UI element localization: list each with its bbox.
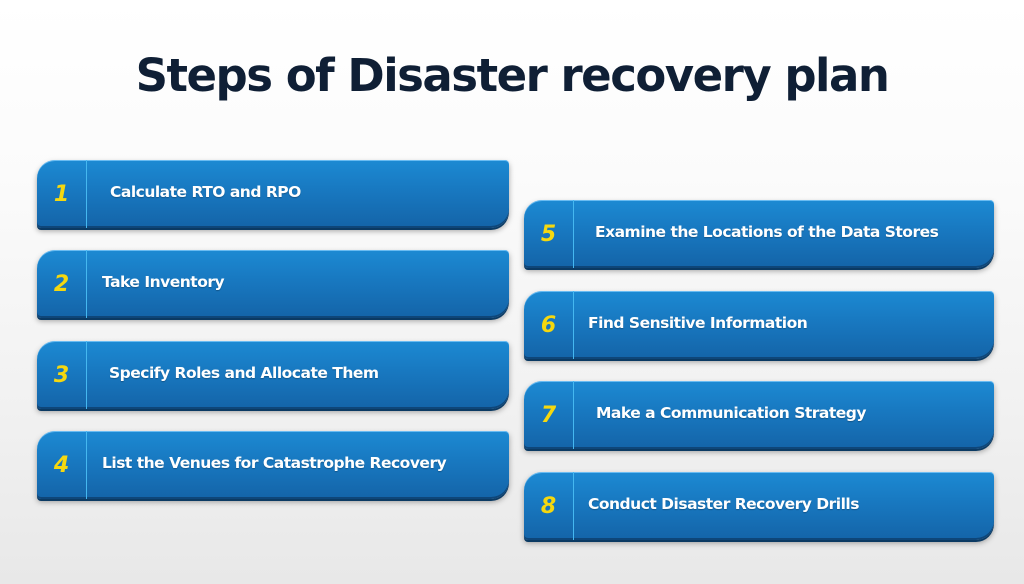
step-number: 3 xyxy=(37,341,87,409)
step-card-7: 7 Make a Communication Strategy xyxy=(524,381,994,449)
step-card-8: 8 Conduct Disaster Recovery Drills xyxy=(524,472,994,540)
step-label: List the Venues for Catastrophe Recovery xyxy=(102,454,447,472)
step-label: Specify Roles and Allocate Them xyxy=(109,364,379,382)
step-number: 7 xyxy=(524,381,574,449)
step-label: Conduct Disaster Recovery Drills xyxy=(588,495,859,513)
step-label: Make a Communication Strategy xyxy=(596,404,867,422)
step-number: 1 xyxy=(37,160,87,228)
step-card-3: 3 Specify Roles and Allocate Them xyxy=(37,341,509,409)
step-card-6: 6 Find Sensitive Information xyxy=(524,291,994,359)
step-card-2: 2 Take Inventory xyxy=(37,250,509,318)
step-number: 8 xyxy=(524,472,574,540)
step-label: Take Inventory xyxy=(102,273,225,291)
step-card-4: 4 List the Venues for Catastrophe Recove… xyxy=(37,431,509,499)
step-label: Calculate RTO and RPO xyxy=(110,183,301,201)
step-card-1: 1 Calculate RTO and RPO xyxy=(37,160,509,228)
step-number: 4 xyxy=(37,431,87,499)
step-label: Examine the Locations of the Data Stores xyxy=(595,223,939,241)
page-title: Steps of Disaster recovery plan xyxy=(135,49,890,102)
step-number: 2 xyxy=(37,250,87,318)
step-label: Find Sensitive Information xyxy=(588,314,808,332)
step-card-5: 5 Examine the Locations of the Data Stor… xyxy=(524,200,994,268)
step-number: 6 xyxy=(524,291,574,359)
step-number: 5 xyxy=(524,200,574,268)
